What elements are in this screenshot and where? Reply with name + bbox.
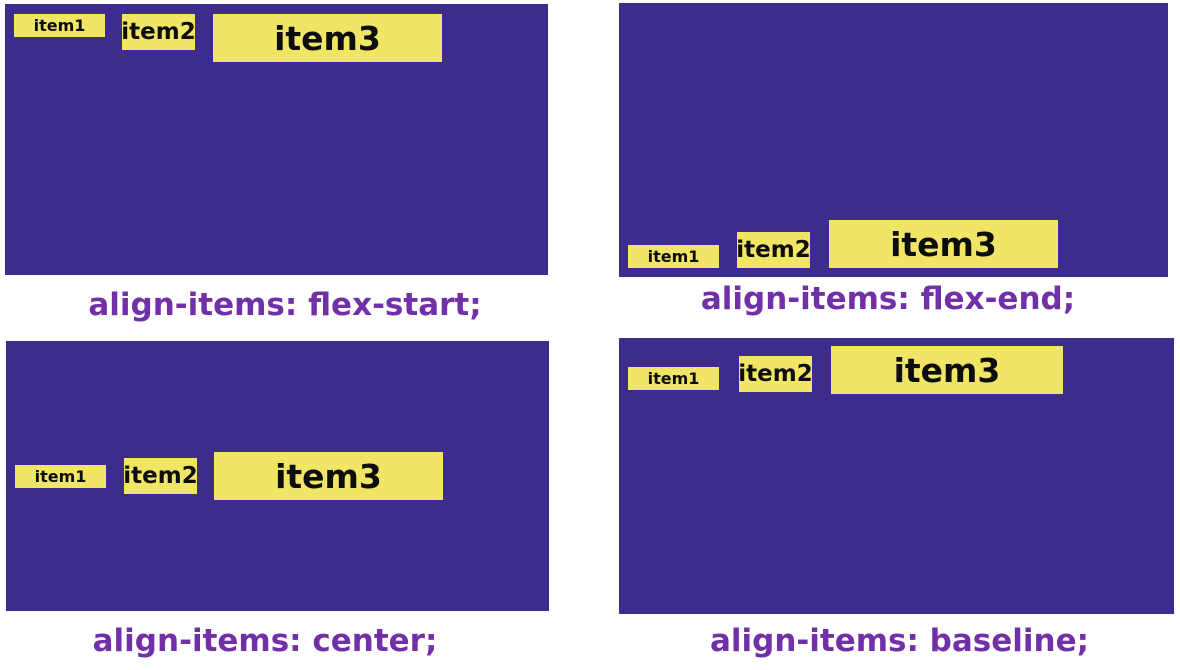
flex-item-2: item2 [123,458,198,494]
flex-item-3: item3 [831,346,1063,394]
flex-item-1: item1 [628,367,719,390]
caption-baseline: align-items: baseline; [709,623,1090,659]
flex-item-3: item3 [213,14,442,62]
flex-item-3: item3 [214,452,443,500]
flex-item-3: item3 [829,220,1058,268]
flex-container-center: item1 item2 item3 [6,341,549,611]
flex-item-2: item2 [738,356,813,392]
flex-item-1: item1 [15,465,106,488]
caption-flex-start: align-items: flex-start; [88,287,482,323]
caption-flex-end: align-items: flex-end; [700,281,1076,317]
flex-container-flex-start: item1 item2 item3 [5,4,548,275]
flex-container-baseline: item1 item2 item3 [619,338,1174,614]
flex-item-1: item1 [628,245,719,268]
flex-container-flex-end: item1 item2 item3 [619,3,1168,277]
flex-item-2: item2 [121,14,196,50]
flex-item-1: item1 [14,14,105,37]
caption-center: align-items: center; [92,623,438,659]
flex-item-2: item2 [736,232,811,268]
